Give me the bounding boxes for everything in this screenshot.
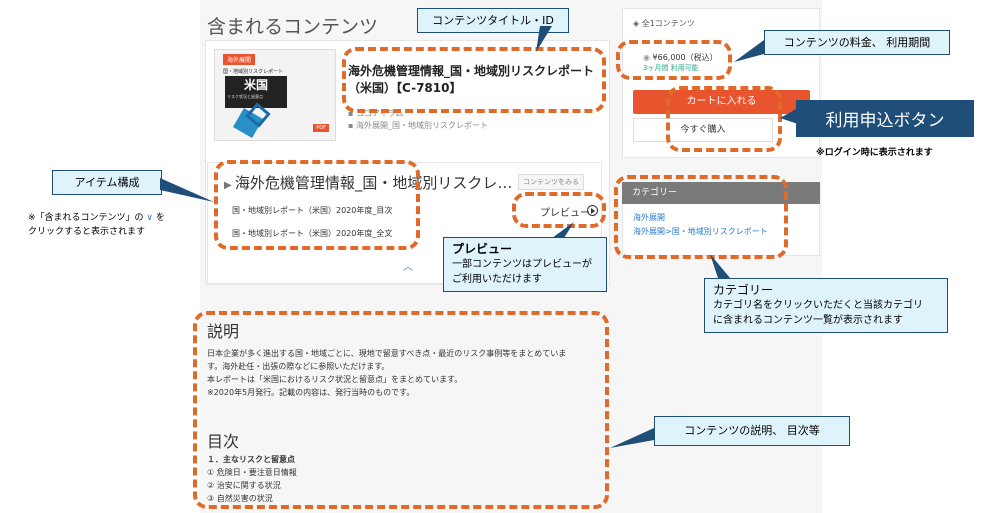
callout-preview-body: ご利用いただけます [452, 274, 542, 285]
building-icon: ▪ [348, 109, 356, 118]
callout-pointer [552, 222, 574, 238]
toc-item: ② 治安に関する状況 [207, 481, 281, 490]
category-link[interactable]: 海外展開>国・地域別リスクレポート [633, 227, 768, 236]
toc-item: ③ 自然災害の状況 [207, 494, 273, 503]
callout-category-body: に含まれるコンテンツ一覧が表示されます [713, 315, 903, 326]
usage-period: 3ヶ月間 利用可能 [643, 64, 699, 72]
callout-preview-body: 一部コンテンツはプレビューが [452, 259, 592, 270]
stack-icon: ◈ [633, 19, 642, 28]
thumbnail-note: リスク状況と留意点 [227, 94, 263, 99]
thumbnail-tag: 海外展開 [223, 54, 256, 65]
item-title[interactable]: ▶ 海外危機管理情報_国・地域別リスクレ… [224, 174, 513, 192]
chevron-down-icon: ∨ [143, 213, 156, 223]
price: ◉ ¥66,000（税込） [643, 53, 718, 62]
callout-apply: 利用申込ボタン [796, 100, 974, 137]
radio-icon: ◉ [643, 53, 653, 62]
thumbnail-title: 米国 [225, 76, 287, 108]
highlight-description [193, 311, 609, 509]
items-note: クリックすると表示されます [28, 227, 146, 237]
toc-item: １．主なリスクと留意点 [207, 455, 295, 464]
view-content-button[interactable]: コンテンツをみる [518, 174, 584, 190]
callout-items: アイテム構成 [52, 170, 162, 195]
chevron-up-icon[interactable]: ︿ [403, 262, 413, 273]
buy-now-button[interactable]: 今すぐ購入 [633, 118, 773, 142]
callout-preview-title: プレビュー [452, 242, 513, 256]
folder-icon: ▪ [348, 121, 356, 130]
content-title: 海外危機管理情報_国・地域別リスクレポート（米国）【C-7810】 [348, 64, 595, 95]
callout-preview: プレビュー 一部コンテンツはプレビューが ご利用いただけます [443, 237, 607, 292]
content-thumbnail[interactable]: 海外展開 国・地域別リスクレポート 米国 リスク状況と留意点 PDF [214, 49, 336, 141]
toc-heading: 目次 [207, 432, 240, 451]
callout-description: コンテンツの説明、 目次等 [654, 416, 850, 446]
callout-pointer [710, 254, 730, 278]
callout-category: カテゴリー カテゴリ名をクリックいただくと当該カテゴリ に含まれるコンテンツ一覧… [704, 278, 948, 333]
expand-triangle-icon: ▶ [224, 180, 235, 191]
toc-item: ① 危険日・要注意日情報 [207, 468, 297, 477]
highlight-buttons [666, 86, 782, 152]
callout-pointer [160, 178, 214, 202]
apply-note: ※ログイン時に表示されます [816, 148, 933, 158]
description-line: す。海外赴任・出張の際などに参照いただけます。 [207, 362, 390, 371]
highlight-title [342, 47, 606, 113]
callout-pointer [610, 428, 654, 448]
category-link[interactable]: 海外展開 [633, 213, 665, 222]
highlight-price [616, 40, 732, 80]
preview-button[interactable]: プレビュー [540, 208, 590, 219]
callout-pointer [734, 40, 764, 62]
description-line: 日本企業が多く進出する国・地域ごとに、現地で留意すべき点・最近のリスク事例等をま… [207, 349, 567, 358]
item-line: 国・地域別レポート（米国）2020年度_目次 [232, 206, 393, 215]
description-line: ※2020年5月発行。記載の内容は、発行当時のものです。 [207, 388, 415, 397]
callout-category-body: カテゴリ名をクリックいただくと当該カテゴリ [713, 300, 923, 311]
callout-pointer [780, 108, 798, 124]
highlight-items [214, 160, 420, 250]
callout-category-title: カテゴリー [713, 283, 774, 297]
content-company: ▪ ココアイラム [348, 109, 404, 118]
category-header: カテゴリー [622, 182, 820, 204]
callout-pointer [536, 26, 552, 52]
pdf-badge: PDF [313, 124, 329, 132]
item-line: 国・地域別レポート（米国）2020年度_全文 [232, 229, 393, 238]
description-heading: 説明 [207, 322, 240, 341]
highlight-preview [512, 192, 606, 228]
description-line: 本レポートは「米国におけるリスク状況と留意点」をまとめています。 [207, 375, 463, 384]
callout-price: コンテンツの料金、 利用期間 [764, 30, 950, 55]
section-title: 含まれるコンテンツ [207, 16, 379, 38]
content-count: ◈ 全1コンテンツ [633, 19, 695, 28]
content-category: ▪ 海外展開_国・地域別リスクレポート [348, 121, 488, 130]
highlight-category [614, 175, 788, 259]
items-note: ※「含まれるコンテンツ」の ∨ を [28, 213, 165, 223]
thumbnail-subtitle: 国・地域別リスクレポート [223, 69, 284, 75]
